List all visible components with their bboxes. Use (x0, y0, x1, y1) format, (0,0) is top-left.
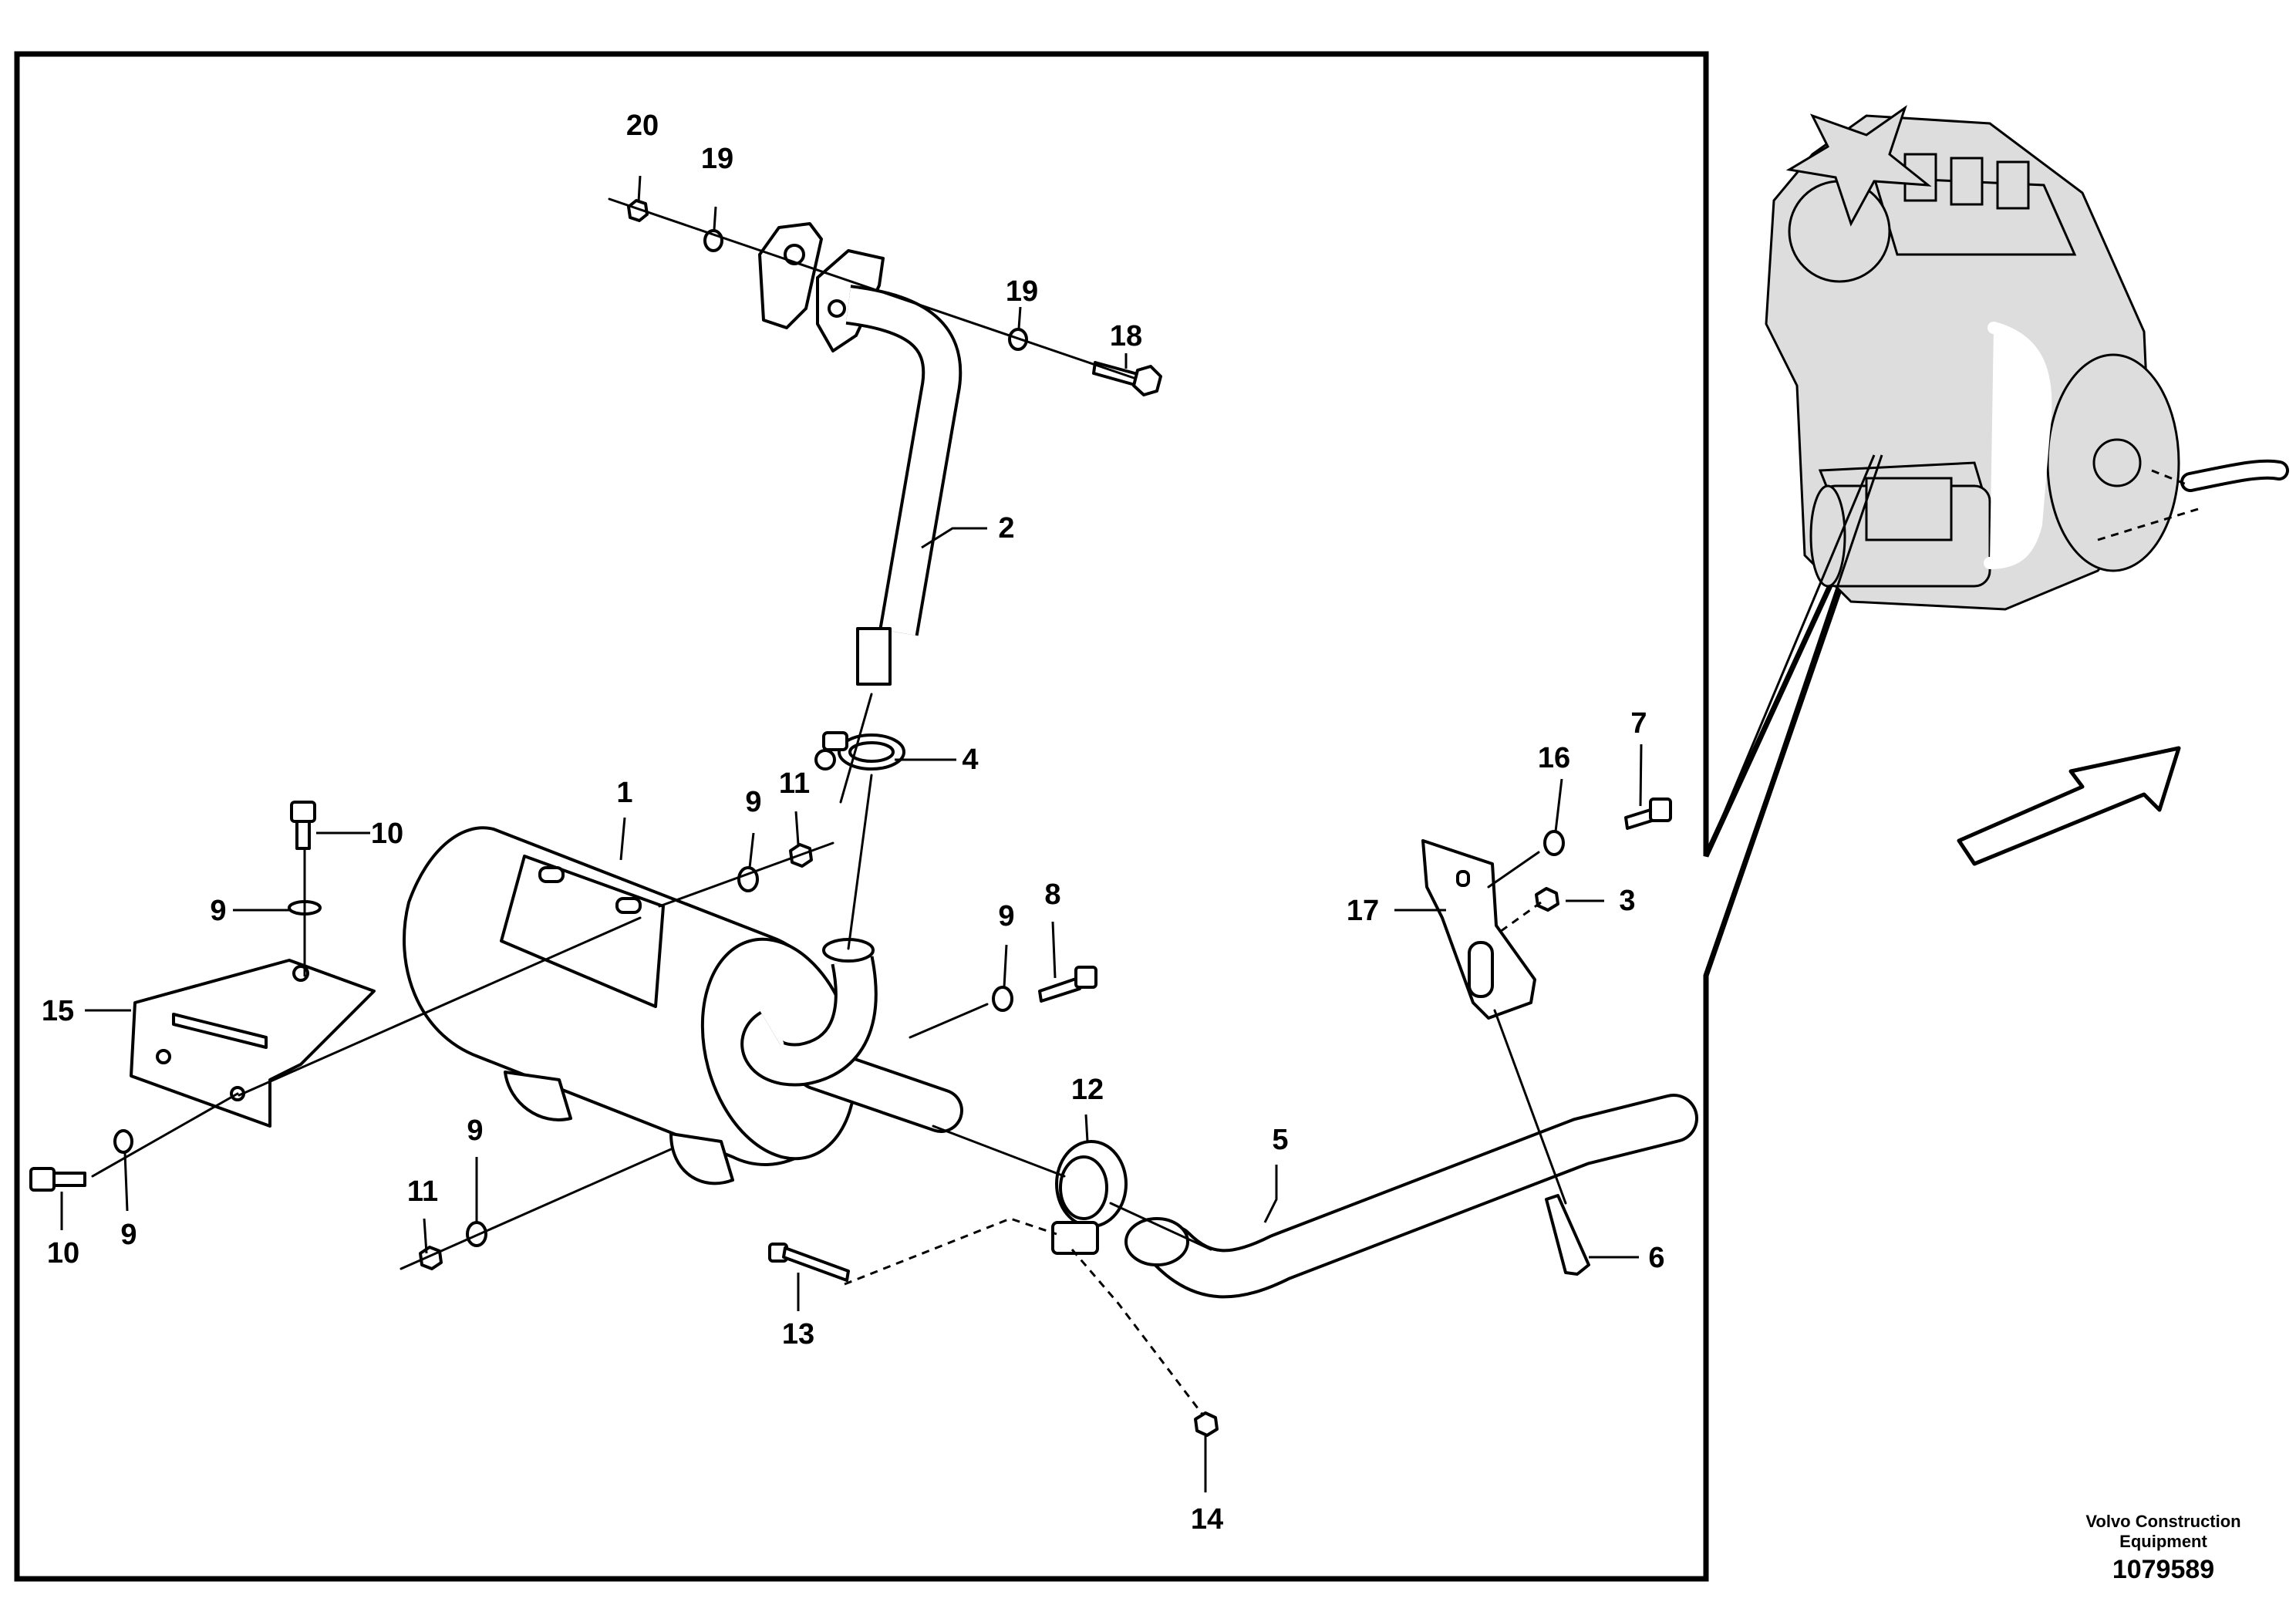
detail-frame (14, 51, 1877, 1582)
tag-part-6 (1545, 1194, 1590, 1276)
callout-2: 2 (998, 512, 1014, 545)
callout-15: 15 (42, 995, 74, 1027)
engine-overview-illustration (1765, 105, 2289, 611)
callout-5: 5 (1272, 1124, 1288, 1156)
callout-16: 16 (1538, 742, 1570, 774)
callout-20: 20 (626, 110, 659, 142)
callout-3: 3 (1619, 885, 1635, 917)
callout-13: 13 (782, 1318, 814, 1351)
assembly-lines (91, 197, 1567, 1416)
leader-lines (60, 175, 1643, 1492)
callout-labels: 20 19 19 18 2 4 1 9 11 10 9 15 10 9 11 9… (42, 110, 1665, 1536)
view-direction-arrow (1957, 746, 2181, 866)
publisher-name: Volvo Construction (2085, 1512, 2240, 1531)
callout-11: 11 (407, 1175, 438, 1208)
callout-1: 1 (616, 777, 632, 809)
fasteners (29, 199, 1672, 1437)
callout-4: 4 (962, 744, 978, 776)
callout-8: 8 (1044, 878, 1060, 911)
callout-19: 19 (1006, 275, 1038, 308)
callout-9: 9 (745, 786, 761, 818)
publisher-subtitle: Equipment (2119, 1532, 2207, 1551)
callout-7: 7 (1630, 707, 1647, 740)
callout-17: 17 (1347, 895, 1379, 927)
callout-9: 9 (120, 1219, 137, 1251)
callout-19: 19 (701, 143, 733, 175)
callout-12: 12 (1071, 1074, 1104, 1106)
bracket-part-17 (1421, 839, 1536, 1020)
callout-9: 9 (998, 900, 1014, 932)
callout-9: 9 (210, 895, 226, 927)
tail-pipe-part-5 (1124, 1094, 1698, 1299)
callout-11: 11 (779, 767, 810, 800)
gasket-part (758, 222, 823, 329)
clamp-part-4 (814, 731, 905, 771)
muffler-part-1 (403, 826, 963, 1185)
callout-10: 10 (371, 818, 403, 850)
drawing-number: 1079589 (2112, 1555, 2214, 1584)
callout-18: 18 (1110, 320, 1142, 352)
exhaust-pipe-part-2 (845, 285, 963, 686)
publisher-block: Volvo Construction Equipment 1079589 (2085, 1512, 2240, 1584)
callout-9: 9 (467, 1114, 483, 1147)
callout-10: 10 (47, 1237, 79, 1270)
clamp-part-12 (1051, 1140, 1128, 1255)
callout-14: 14 (1191, 1503, 1223, 1536)
callout-6: 6 (1648, 1242, 1664, 1274)
